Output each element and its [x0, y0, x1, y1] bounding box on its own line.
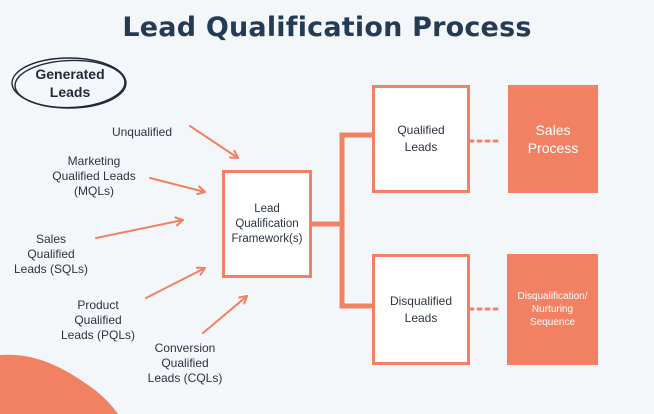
circle-scribble [11, 57, 127, 109]
disqualified-leads-box: Disqualified Leads [372, 254, 470, 365]
qualified-leads-box: Qualified Leads [372, 85, 470, 193]
branch-connector [312, 132, 372, 309]
dotted-connectors [468, 139, 504, 311]
source-cqls: Conversion Qualified Leads (CQLs) [147, 341, 223, 385]
corner-blob [0, 354, 118, 414]
arrow-mqls [149, 177, 206, 196]
framework-box: Lead Qualification Framework(s) [222, 170, 312, 278]
arrow-cqls [202, 295, 248, 334]
source-sqls: Sales Qualified Leads (SQLs) [13, 232, 89, 276]
sales-process-box: Sales Process [508, 85, 598, 193]
page-title: Lead Qualification Process [122, 12, 532, 43]
arrow-unqualified [189, 125, 239, 159]
arrow-sqls [95, 216, 184, 239]
disqualification-sequence-box: Disqualification/ Nurturing Sequence [507, 254, 598, 365]
source-unqualified: Unqualified [111, 125, 173, 139]
source-pqls: Product Qualified Leads (PQLs) [60, 298, 136, 342]
source-mqls: Marketing Qualified Leads (MQLs) [52, 154, 136, 198]
generated-leads-label: Generated Leads [35, 66, 105, 100]
arrow-pqls [145, 266, 206, 299]
input-arrows [95, 125, 248, 334]
